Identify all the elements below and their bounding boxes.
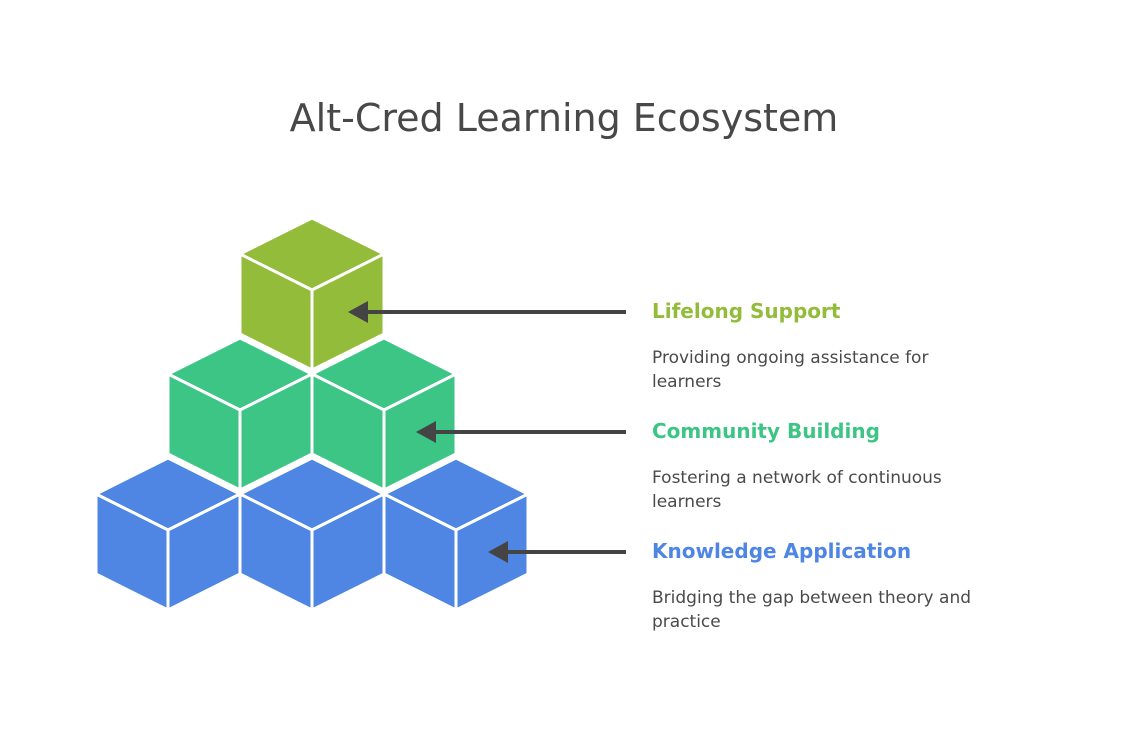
arrow-community-building-head [416,421,436,443]
community-building-description: Fostering a network of continuous learne… [652,468,942,512]
arrow-knowledge-application [488,541,626,563]
lifelong-support-description: Providing ongoing assistance for learner… [652,348,929,392]
knowledge-application-heading: Knowledge Application [652,539,912,563]
arrow-community-building [416,421,626,443]
lifelong-support-heading: Lifelong Support [652,299,841,323]
level-community-building: Community Building Fostering a network o… [652,418,1052,514]
arrow-lifelong-support-head [348,301,368,323]
community-building-heading: Community Building [652,419,880,443]
arrow-knowledge-application-head [488,541,508,563]
level-knowledge-application: Knowledge Application Bridging the gap b… [652,538,1052,634]
level-lifelong-support: Lifelong Support Providing ongoing assis… [652,298,1052,394]
knowledge-application-description: Bridging the gap between theory and prac… [652,588,972,632]
diagram-title: Alt-Cred Learning Ecosystem [289,96,839,140]
arrow-lifelong-support [348,301,626,323]
